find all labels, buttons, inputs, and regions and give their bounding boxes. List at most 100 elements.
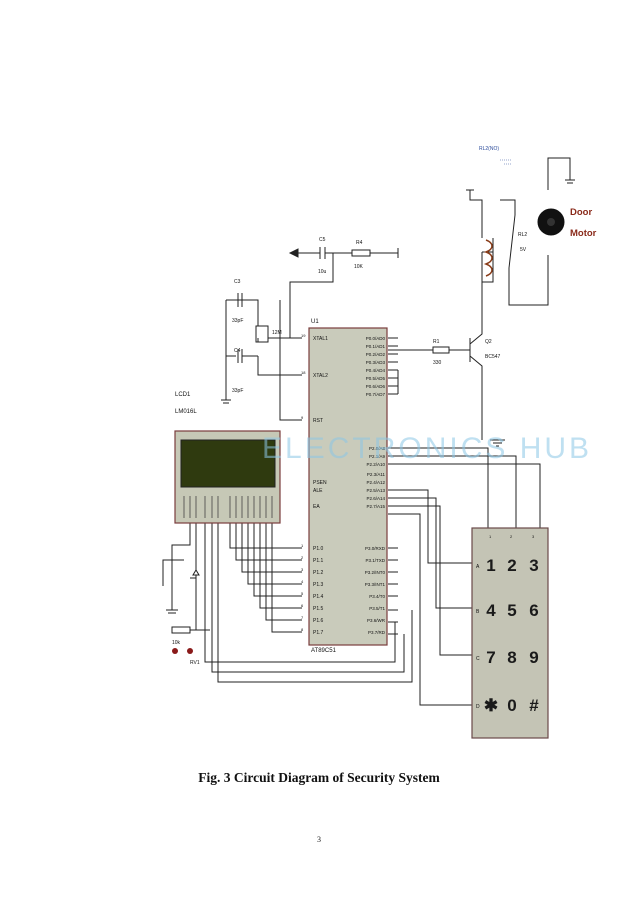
mcu-pin-label: P0.0/AD0 bbox=[366, 336, 386, 341]
lcd-pins bbox=[183, 496, 273, 518]
c3-value: 33pF bbox=[232, 318, 243, 324]
mcu-pin-number: 4 bbox=[301, 579, 304, 584]
keypad-key: 1 bbox=[486, 556, 495, 575]
r1-value: 330 bbox=[433, 360, 442, 366]
keypad-key: 7 bbox=[486, 648, 495, 667]
keypad-col-label: 3 bbox=[532, 534, 535, 539]
c5-ref: C5 bbox=[319, 237, 326, 243]
mcu-pin-number: 3 bbox=[301, 567, 304, 572]
relay-model: RL2(NO) bbox=[479, 146, 499, 152]
lcd-model: LM016L bbox=[175, 409, 197, 415]
lcd-screen bbox=[180, 439, 276, 488]
keypad-key: 0 bbox=[507, 696, 516, 715]
mcu-pin-label: P2.2/A10 bbox=[366, 462, 385, 467]
mcu-pin-label: P1.1 bbox=[313, 558, 324, 564]
mcu-ref: U1 bbox=[311, 319, 319, 325]
mcu-pin-number: 18 bbox=[301, 370, 306, 375]
keypad-key: 8 bbox=[507, 648, 516, 667]
keypad-key: 2 bbox=[507, 556, 516, 575]
mcu-pin-number: 19 bbox=[301, 333, 306, 338]
mcu-pin-label: P2.7/A15 bbox=[366, 504, 385, 509]
mcu-pin-label: P3.5/T1 bbox=[369, 606, 385, 611]
crystal-value: 12M bbox=[272, 330, 282, 336]
c4-value: 33pF bbox=[232, 388, 243, 394]
mcu-pin-label: P0.1/AD1 bbox=[366, 344, 386, 349]
lcd-ref: LCD1 bbox=[175, 392, 191, 398]
mcu-pin-label: P0.6/AD6 bbox=[366, 384, 386, 389]
mcu-pin-label: P0.7/AD7 bbox=[366, 392, 386, 397]
wiring bbox=[162, 157, 575, 706]
keypad-row-label: B bbox=[476, 609, 480, 615]
keypad-key: 4 bbox=[486, 601, 496, 620]
r1-ref: R1 bbox=[433, 339, 440, 345]
mcu-pin-label: P1.6 bbox=[313, 618, 324, 624]
mcu-right-pins: P0.0/AD0P0.1/AD1P0.2/AD2P0.3/AD3P0.4/AD4… bbox=[365, 336, 386, 635]
mcu-pin-label: P3.4/T0 bbox=[369, 594, 385, 599]
keypad bbox=[471, 527, 549, 739]
mcu-pin-label: RST bbox=[313, 418, 323, 424]
keypad-row-label: C bbox=[476, 656, 480, 662]
c4-ref: C4 bbox=[234, 348, 241, 354]
mcu-pin-label: P1.7 bbox=[313, 630, 324, 636]
motor-label-2: Motor bbox=[570, 228, 597, 239]
mcu-pin-label: EA bbox=[313, 504, 320, 510]
watermark: ELECTRONICS HUB bbox=[262, 432, 592, 465]
motor-label-1: Door bbox=[570, 207, 592, 218]
mcu-pin-label: P3.0/RXD bbox=[365, 546, 386, 551]
mcu-pin-number: 2 bbox=[301, 555, 304, 560]
c3-ref: C3 bbox=[234, 279, 241, 285]
mcu-pin-label: P0.3/AD3 bbox=[366, 360, 386, 365]
mcu-pin-label: P1.4 bbox=[313, 594, 324, 600]
mcu-pin-label: P2.6/A14 bbox=[366, 496, 385, 501]
pot-value: 10k bbox=[172, 640, 181, 646]
mcu-pin-number: 7 bbox=[301, 615, 304, 620]
keypad-key: 6 bbox=[529, 601, 538, 620]
mcu-pin-label: P3.2/INT0 bbox=[365, 570, 386, 575]
pot-ref: RV1 bbox=[190, 660, 200, 666]
page-number: 3 bbox=[317, 835, 321, 844]
mcu-pin-label: XTAL2 bbox=[313, 373, 328, 379]
relay-value: 5V bbox=[520, 247, 527, 253]
keypad-row-labels: A B C D bbox=[476, 564, 480, 710]
keypad-key: 5 bbox=[507, 601, 516, 620]
mcu-pin-label: P2.3/A11 bbox=[367, 472, 386, 477]
relay-coil bbox=[483, 239, 493, 277]
mcu-pin-label: P3.7/RD bbox=[368, 630, 386, 635]
c5-value: 10u bbox=[318, 269, 327, 275]
mcu-model: AT89C51 bbox=[311, 648, 337, 654]
mcu-pin-label: P2.4/A12 bbox=[366, 480, 385, 485]
keypad-key: 9 bbox=[529, 648, 538, 667]
mcu-pin-label: P3.3/INT1 bbox=[365, 582, 386, 587]
keypad-key: # bbox=[529, 696, 539, 715]
keypad-key: ✱ bbox=[484, 696, 498, 715]
relay-ref: RL2 bbox=[518, 232, 527, 238]
mcu-pin-label: P1.0 bbox=[313, 546, 324, 552]
mcu-pin-label: P2.5/A13 bbox=[366, 488, 385, 493]
mcu-pin-label: P2.0/A8 bbox=[369, 446, 386, 451]
mcu-pin-label: P3.1/TXD bbox=[365, 558, 385, 563]
q2-model: BC547 bbox=[485, 354, 501, 360]
mcu-pin-label: P3.6/WR bbox=[367, 618, 386, 623]
mcu-pin-number: 8 bbox=[301, 627, 304, 632]
mcu-pin-label: P1.3 bbox=[313, 582, 324, 588]
mcu-body bbox=[308, 327, 388, 646]
mcu-pin-number: 5 bbox=[301, 591, 304, 596]
keypad-row-label: A bbox=[476, 564, 480, 570]
figure-caption: Fig. 3 Circuit Diagram of Security Syste… bbox=[198, 770, 440, 785]
mcu-pin-label: P2.1/A9 bbox=[369, 454, 386, 459]
mcu-pin-label: P0.5/AD5 bbox=[366, 376, 386, 381]
mcu-pin-number: 9 bbox=[301, 415, 304, 420]
r4-ref: R4 bbox=[356, 240, 363, 246]
mcu-left-pins: XTAL119XTAL218RST9PSENALEEAP1.01P1.12P1.… bbox=[301, 333, 328, 636]
mcu-pin-label: P0.2/AD2 bbox=[366, 352, 386, 357]
r4-value: 10K bbox=[354, 264, 364, 270]
mcu-pin-label: P1.5 bbox=[313, 606, 324, 612]
mcu-pin-number: 6 bbox=[301, 603, 304, 608]
mcu-pin-number: 1 bbox=[301, 543, 304, 548]
mcu-pin-label: P0.4/AD4 bbox=[366, 368, 386, 373]
q2-ref: Q2 bbox=[485, 339, 492, 345]
keypad-row-label: D bbox=[476, 704, 480, 710]
